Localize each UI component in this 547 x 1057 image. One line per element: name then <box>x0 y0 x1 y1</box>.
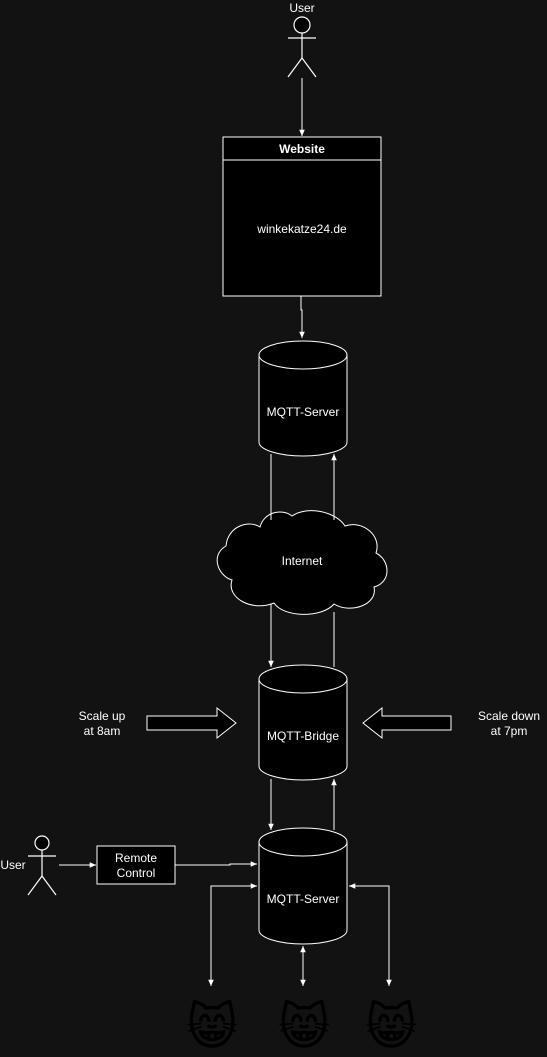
mqtt-server-top-cylinder <box>258 340 348 457</box>
grinning-cat-icon: 😸 <box>365 998 417 1056</box>
grinning-cat-icon: 😸 <box>186 998 238 1056</box>
website-title: Website <box>279 142 325 156</box>
mqtt-server-bottom-cylinder <box>258 827 348 945</box>
mqtt-server-top-label: MQTT-Server <box>267 405 340 419</box>
website-to-mqtt-arrow <box>299 296 305 338</box>
mqtt-to-left-cat-arrow <box>208 883 257 986</box>
remote-line2: Control <box>117 866 156 880</box>
scale-up-line2: at 8am <box>84 724 121 738</box>
mqtt-bridge-cylinder <box>258 664 348 781</box>
top-user-actor <box>287 16 317 78</box>
side-user-label: User <box>0 858 25 872</box>
website-url: winkekatze24.de <box>256 222 347 236</box>
grinning-cat-icon: 😸 <box>230 259 257 289</box>
website-cat-row: 😸 😸 😸 😸 <box>230 259 369 289</box>
remote-line1: Remote <box>115 851 157 865</box>
grinning-cat-icon: 😸 <box>267 259 294 289</box>
internet-cloud <box>216 510 388 615</box>
mqtt-to-right-cat-arrow <box>349 883 392 986</box>
grinning-cat-icon: 😸 <box>278 998 330 1056</box>
scale-down-arrow <box>362 706 452 740</box>
scale-down-line2: at 7pm <box>491 724 528 738</box>
scale-up-line1: Scale up <box>79 709 126 723</box>
mqtt-server-bottom-label: MQTT-Server <box>267 892 340 906</box>
grinning-cat-icon: 😸 <box>304 259 331 289</box>
website-box <box>222 136 382 297</box>
internet-label: Internet <box>282 554 323 568</box>
grinning-cat-icon: 😸 <box>342 259 369 289</box>
bottom-cat-row: 😸 😸 😸 <box>186 998 417 1056</box>
remote-to-mqtt-arrow <box>175 861 257 867</box>
side-user-actor <box>27 835 57 896</box>
mqtt-bridge-label: MQTT-Bridge <box>267 729 339 743</box>
scale-up-arrow <box>146 706 237 740</box>
remote-control-box <box>96 845 176 885</box>
top-user-label: User <box>289 1 314 15</box>
scale-down-line1: Scale down <box>478 709 540 723</box>
